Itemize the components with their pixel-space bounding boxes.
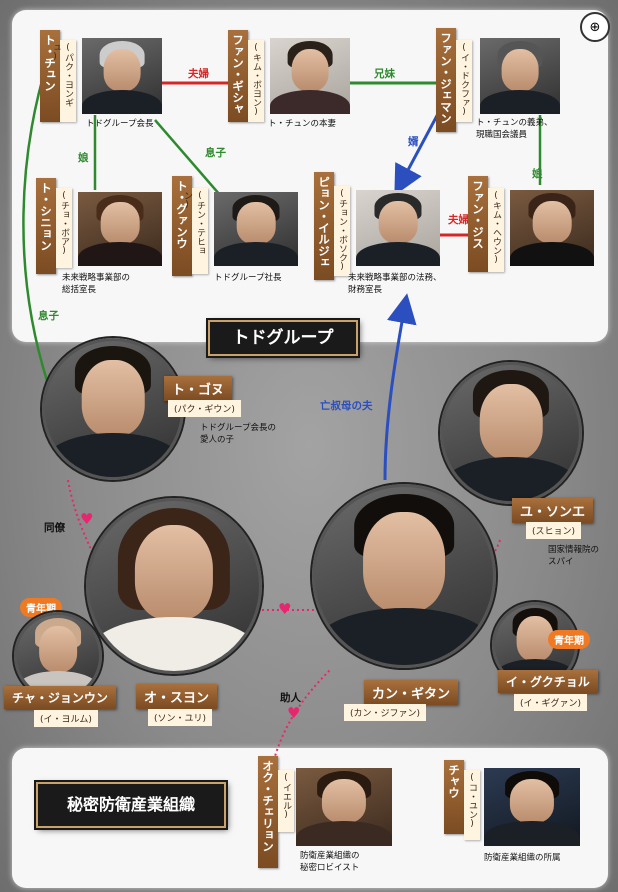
name-do-shinyong: ト・シニョン xyxy=(36,178,56,274)
rel-son2: 息子 xyxy=(38,310,59,322)
photo-do-chun xyxy=(82,38,162,114)
heart-icon: ♥ xyxy=(287,704,301,722)
actor-do-chun: (パク・ヨンギュ) xyxy=(50,40,76,122)
name-cha-jongun: チャ・ジョンウン xyxy=(4,686,116,709)
youth-badge: 青年期 xyxy=(548,630,590,649)
photo-fan-jeman xyxy=(480,38,560,114)
actor-chau: (コ・ユン) xyxy=(464,770,480,840)
name-do-gon: ト・ゴヌ xyxy=(164,376,233,401)
photo-do-gwanu xyxy=(214,192,298,266)
actor-do-shinyong: (チョ・ボア) xyxy=(56,188,72,268)
name-byon-iljae: ピョン・イルジェ xyxy=(314,172,334,280)
desc-do-shinyong: 未来戦略事業部の総括室長 xyxy=(62,273,131,295)
actor-kang-gitan: (カン・ジファン) xyxy=(344,704,427,721)
rel-siblings: 兄妹 xyxy=(374,68,395,80)
actor-cha-jongun: (イ・ヨルム) xyxy=(34,710,98,727)
heart-icon: ♥ xyxy=(278,600,292,618)
actor-do-gwanu: (チン・テヒョン) xyxy=(182,188,208,274)
photo-byon-iljae xyxy=(356,190,440,266)
actor-do-gon: (パク・ギウン) xyxy=(168,400,241,417)
photo-do-gon xyxy=(42,338,184,480)
actor-ok-chelyon: (イエル) xyxy=(278,770,294,832)
photo-kang-gitan xyxy=(312,484,496,668)
actor-byon-iljae: (チョン・ボソク) xyxy=(334,186,350,276)
desc-fan-gisha: ト・チュンの本妻 xyxy=(268,119,337,129)
group-title-secret: 秘密防衛産業組織 xyxy=(36,782,226,828)
actor-i-gukchol: (イ・ギグァン) xyxy=(514,694,588,711)
name-kang-gitan: カン・ギタン xyxy=(364,680,459,705)
actor-fan-jeman: (イ・ドクファ) xyxy=(456,40,472,122)
name-chau: チャウ xyxy=(444,760,464,834)
name-do-chun: ト・チュン xyxy=(40,30,60,122)
name-ok-chelyon: オク・チェリョン xyxy=(258,756,278,868)
actor-o-suyon: (ソン・ユリ) xyxy=(148,709,213,726)
desc-byon-iljae: 未来戦略事業部の法務、財務室長 xyxy=(348,273,442,295)
rel-helper: 助人 xyxy=(280,692,301,704)
rel-couple1: 夫婦 xyxy=(188,68,209,80)
heart-icon: ♥ xyxy=(80,510,94,528)
rel-daughter1: 娘 xyxy=(78,152,89,164)
name-i-gukchol: イ・グクチョル xyxy=(498,670,598,693)
desc-yu-sone: 国家情報院のスパイ xyxy=(548,545,600,567)
actor-fan-gisha: (キム・ボヨン) xyxy=(248,40,264,122)
rel-couple2: 夫婦 xyxy=(448,214,469,226)
actor-yu-sone: (スヒョン) xyxy=(526,522,582,539)
desc-do-chun: トドグループ会長 xyxy=(86,119,154,129)
name-fan-jisu: ファン・ジス xyxy=(468,176,488,272)
rel-son-in-law: 婿 xyxy=(408,136,419,148)
name-o-suyon: オ・スヨン xyxy=(136,684,218,709)
photo-chau xyxy=(484,768,580,846)
photo-ok-chelyon xyxy=(296,768,392,846)
photo-fan-gisha xyxy=(270,38,350,114)
photo-fan-jisu xyxy=(510,190,594,266)
name-fan-jeman: ファン・ジェマン xyxy=(436,28,456,132)
rel-son1: 息子 xyxy=(205,147,226,159)
desc-do-gwanu: トドグループ社長 xyxy=(214,273,282,283)
photo-yu-sone xyxy=(440,362,582,504)
photo-o-suyon xyxy=(86,498,262,674)
group-title-todo: トドグループ xyxy=(208,320,358,356)
desc-ok-chelyon: 防衛産業組織の秘密ロビイスト xyxy=(300,851,360,873)
name-do-gwanu: ト・グァンウ xyxy=(172,176,192,276)
desc-do-gon: トドグループ会長の愛人の子 xyxy=(200,423,276,445)
rel-aunt-husband: 亡叔母の夫 xyxy=(320,400,373,412)
name-yu-sone: ユ・ソンエ xyxy=(512,498,594,523)
desc-fan-jeman: ト・チュンの義弟、現職国会議員 xyxy=(476,118,553,140)
desc-chau: 防衛産業組織の所属 xyxy=(484,853,561,863)
name-fan-gisha: ファン・ギシャ xyxy=(228,30,248,122)
zoom-in-icon[interactable]: ⊕ xyxy=(580,12,610,42)
photo-do-shinyong xyxy=(78,192,162,266)
rel-colleague: 同僚 xyxy=(44,522,65,534)
rel-daughter2: 娘 xyxy=(532,168,543,180)
actor-fan-jisu: (キム・ヘウン) xyxy=(488,188,504,272)
